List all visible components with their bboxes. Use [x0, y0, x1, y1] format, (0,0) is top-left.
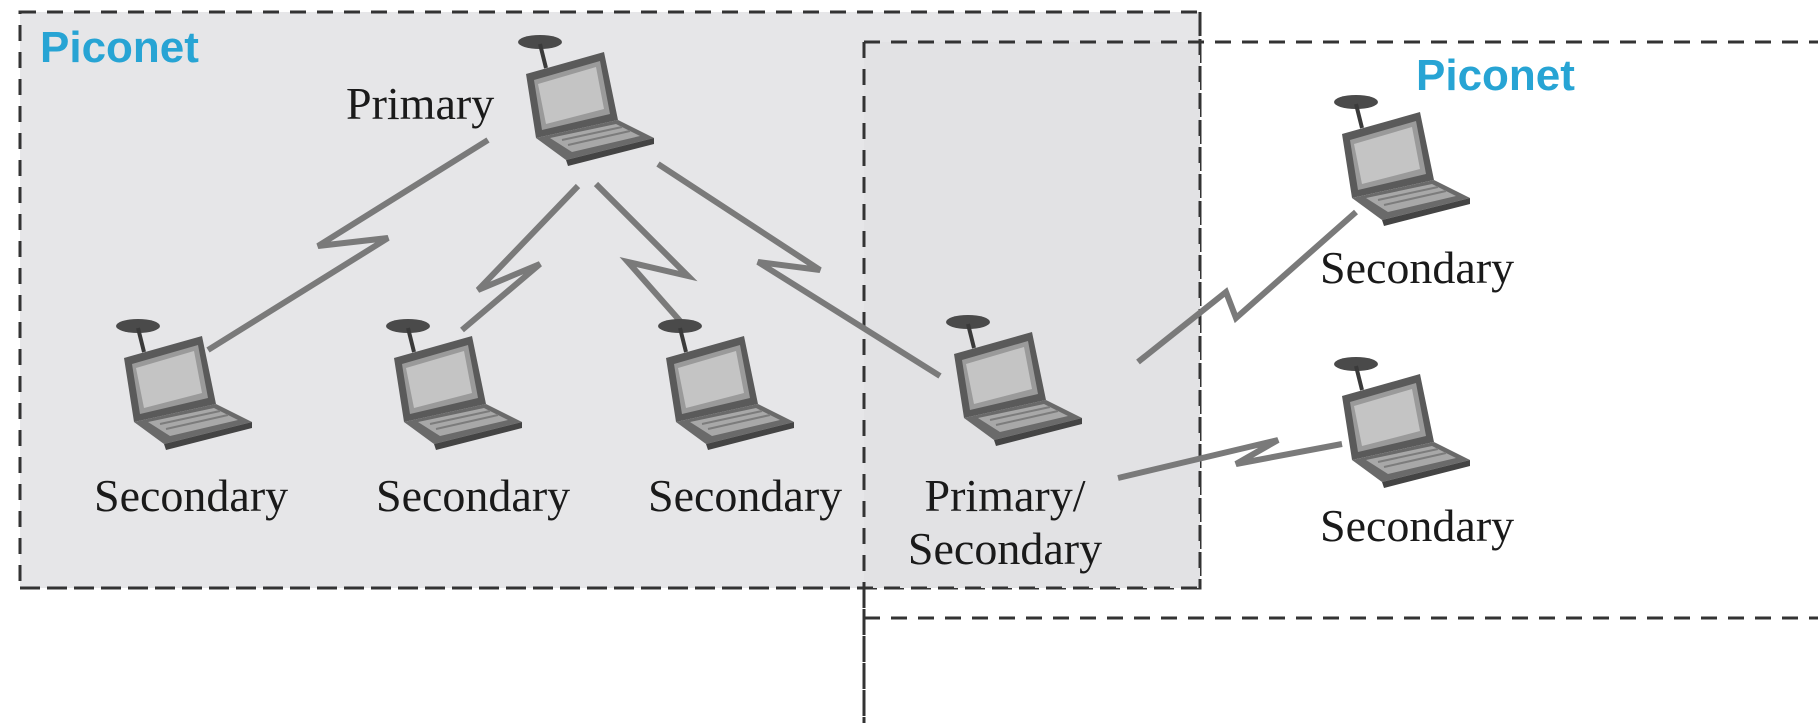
link-primary-to-secondary-2: [460, 183, 581, 333]
device-label-primary: Primary: [346, 78, 495, 129]
secondary-5-laptop-icon: [1332, 355, 1472, 490]
wireless-links: [206, 137, 1358, 481]
overlap-region: [864, 42, 1200, 588]
piconet-1-title: Piconet: [40, 23, 199, 72]
link-bridge-to-secondary-4: [1136, 209, 1358, 365]
link-primary-to-secondary-1: [206, 137, 490, 353]
secondary-4-laptop-icon: [1332, 93, 1472, 228]
link-primary-to-bridge: [656, 161, 942, 379]
device-label-secondary-4: Secondary: [1320, 242, 1515, 293]
piconet-2-title: Piconet: [1416, 51, 1575, 100]
device-label-bridge-line1: Primary/: [924, 470, 1086, 521]
link-bridge-to-secondary-5: [1117, 437, 1343, 481]
device-label-secondary-2: Secondary: [376, 470, 571, 521]
link-primary-to-secondary-3: [593, 181, 698, 332]
device-label-bridge-line2: Secondary: [907, 522, 1103, 574]
device-label-secondary-5: Secondary: [1320, 500, 1515, 551]
device-label-secondary-1: Secondary: [94, 470, 289, 521]
device-label-bridge: Primary/ Secondary: [900, 470, 1110, 576]
device-label-secondary-3: Secondary: [648, 470, 843, 521]
